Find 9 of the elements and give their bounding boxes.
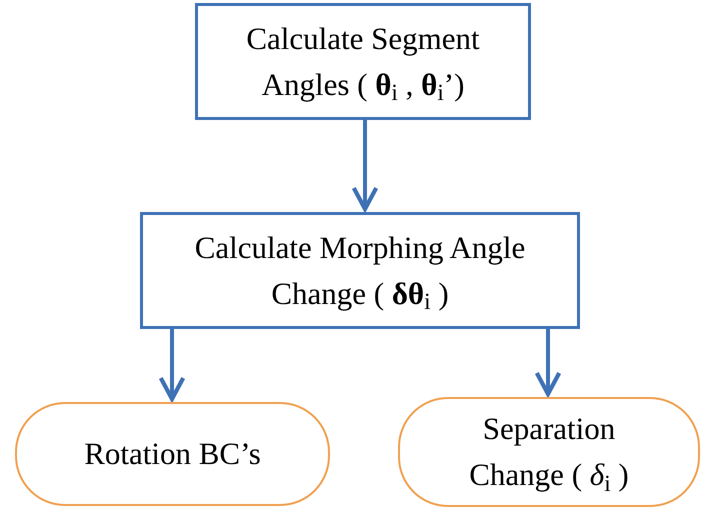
arrow xyxy=(534,329,562,396)
node-label: Calculate Segment Angles ( θ$_{i}$ , θ$_{i}$’) xyxy=(245,20,481,108)
arrow xyxy=(352,120,378,212)
process-box xyxy=(140,212,580,329)
node-label: Calculate Morphing Angle Change ( δθ$_{i}$ ) xyxy=(194,228,526,316)
arrow xyxy=(158,329,186,402)
process-box xyxy=(195,3,531,120)
node-label: Separation Change ( δ$_{i}$ ) xyxy=(468,410,630,498)
node-label: Rotation BC’s xyxy=(84,435,261,473)
